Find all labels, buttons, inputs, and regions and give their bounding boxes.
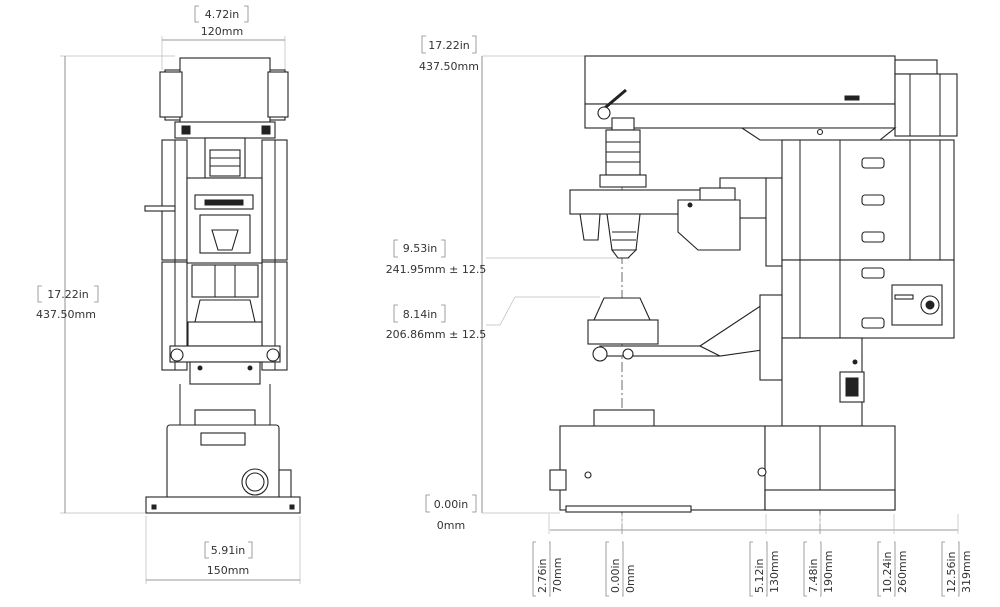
bottom-dimension-mm: 130mm	[768, 551, 781, 593]
front-height-in: 17.22in	[47, 288, 89, 301]
side-microscope-body	[549, 55, 958, 513]
bottom-dimension-in: 12.56in	[945, 551, 958, 593]
side-view: 17.22in 437.50mm 9.53in 241.95mm ± 12.5 …	[386, 35, 973, 597]
side-height-dimension: 17.22in 437.50mm	[419, 35, 585, 513]
bottom-dimension-mm: 260mm	[896, 551, 909, 593]
bottom-dimension-mm: 190mm	[822, 551, 835, 593]
bottom-dimension-bracket	[877, 541, 896, 597]
bottom-dimension-bracket	[941, 541, 960, 597]
bottom-dimension-bracket	[749, 541, 768, 597]
front-base-width-dimension: 5.91in 150mm	[145, 516, 301, 584]
bottom-dimension-in: 0.00in	[609, 558, 622, 593]
front-height-dimension: 17.22in 437.50mm	[36, 55, 175, 514]
side-zero-in: 0.00in	[434, 498, 469, 511]
side-height-in: 17.22in	[428, 39, 470, 52]
side-stage-in: 8.14in	[403, 308, 438, 321]
front-height-mm: 437.50mm	[36, 308, 96, 321]
bottom-dimension-mm: 319mm	[960, 551, 973, 593]
bottom-dimension-in: 7.48in	[807, 558, 820, 593]
side-zero-mm: 0mm	[437, 519, 465, 532]
side-objective-dimension: 9.53in 241.95mm ± 12.5	[386, 239, 630, 276]
bottom-dimension-in: 10.24in	[881, 551, 894, 593]
side-stage-mm: 206.86mm ± 12.5	[386, 328, 487, 341]
front-base-width-mm: 150mm	[207, 564, 249, 577]
bottom-dimension-in: 2.76in	[536, 558, 549, 593]
bottom-dimension-in: 5.12in	[753, 558, 766, 593]
front-top-width-in: 4.72in	[205, 8, 240, 21]
bottom-dimension-mm: 70mm	[551, 558, 564, 593]
front-top-width-dimension: 4.72in 120mm	[161, 5, 286, 70]
side-objective-mm: 241.95mm ± 12.5	[386, 263, 487, 276]
side-height-mm: 437.50mm	[419, 60, 479, 73]
bottom-dimension-bracket	[605, 541, 624, 597]
side-objective-in: 9.53in	[403, 242, 438, 255]
front-view: 4.72in 120mm 17.22in 437.50mm 5.91in 150…	[36, 5, 301, 584]
bottom-dimension-bracket	[532, 541, 551, 597]
side-stage-dimension: 8.14in 206.86mm ± 12.5	[386, 296, 600, 341]
bottom-dimension-bracket	[803, 541, 822, 597]
bottom-dimension-mm: 0mm	[624, 565, 637, 593]
front-top-width-mm: 120mm	[201, 25, 243, 38]
front-microscope-body	[144, 57, 301, 514]
front-base-width-in: 5.91in	[211, 544, 246, 557]
side-zero-dimension: 0.00in 0mm	[425, 494, 560, 532]
